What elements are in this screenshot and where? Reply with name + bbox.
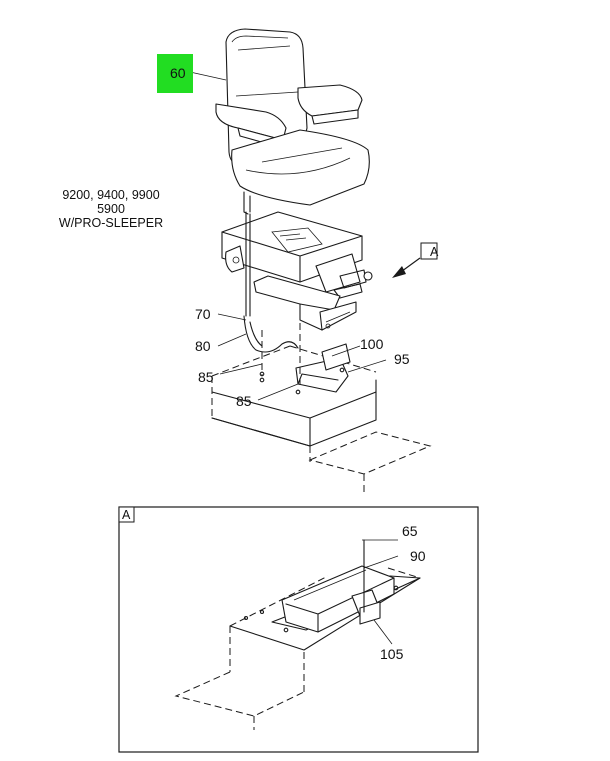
detail-label-text: A [122, 508, 131, 522]
suspension-base-drawing [221, 211, 373, 353]
callout-100[interactable]: 100 [360, 336, 384, 352]
callout-60[interactable]: 60 [170, 65, 186, 81]
leader-lines [189, 71, 421, 645]
callout-95[interactable]: 95 [394, 351, 410, 367]
applicability-line2: 5900 [97, 202, 125, 216]
callout-85-upper[interactable]: 85 [198, 369, 214, 385]
detail-label-box [118, 506, 135, 523]
detail-a-drawing [174, 539, 421, 730]
detail-frame [118, 506, 479, 753]
highlight-box [157, 54, 193, 93]
callout-80[interactable]: 80 [195, 338, 211, 354]
callout-70[interactable]: 70 [195, 306, 211, 322]
riser-box-drawing [211, 312, 432, 496]
callout-85-lower[interactable]: 85 [236, 393, 252, 409]
applicability-line3: W/PRO-SLEEPER [59, 216, 163, 230]
view-marker-text: A [430, 245, 439, 259]
callout-90[interactable]: 90 [410, 548, 426, 564]
view-marker-box [420, 242, 438, 260]
callout-65[interactable]: 65 [402, 523, 418, 539]
applicability-line1: 9200, 9400, 9900 [62, 188, 159, 202]
seat-drawing [215, 28, 370, 215]
callout-105[interactable]: 105 [380, 646, 404, 662]
